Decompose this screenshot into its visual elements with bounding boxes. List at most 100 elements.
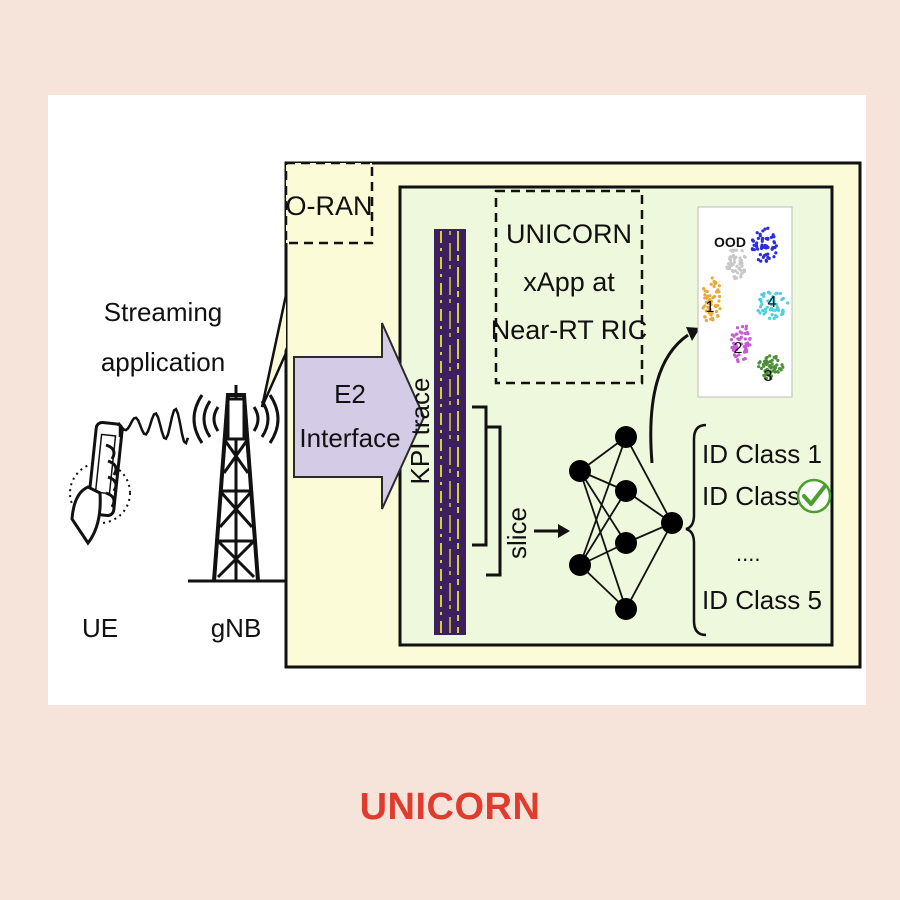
cluster-4 xyxy=(764,310,768,314)
cluster-3 xyxy=(768,359,772,364)
cluster-2 xyxy=(731,348,736,352)
cluster-4 xyxy=(769,297,773,302)
cluster-4 xyxy=(774,302,779,306)
cluster-1 xyxy=(706,305,710,309)
nn-node xyxy=(615,532,637,554)
callout-line-top xyxy=(260,294,288,408)
xapp-label-line3: Near-RT RIC xyxy=(491,315,648,345)
cluster-ood-2 xyxy=(750,238,755,242)
slice-bracket-inner xyxy=(486,425,502,577)
cluster-label-2: 2 xyxy=(734,340,743,357)
nn-connection xyxy=(579,490,627,566)
cluster-2 xyxy=(739,335,743,339)
cluster-3 xyxy=(768,370,772,374)
slice-label: slice xyxy=(502,507,532,559)
cluster-4 xyxy=(781,310,785,314)
e2-arrow xyxy=(293,322,426,510)
cluster-1 xyxy=(712,284,716,289)
cluster-4 xyxy=(759,298,763,302)
cluster-ood-2 xyxy=(767,256,771,260)
cluster-3 xyxy=(757,365,761,369)
oran-label-box xyxy=(284,161,374,245)
cluster-1 xyxy=(707,299,711,303)
cluster-1 xyxy=(702,286,706,291)
callout-line-bottom xyxy=(260,352,288,408)
cluster-ood xyxy=(738,262,742,266)
cluster-1 xyxy=(710,316,714,320)
cluster-ood xyxy=(731,269,735,274)
cluster-4 xyxy=(768,291,772,295)
cluster-2 xyxy=(742,345,746,349)
cluster-3 xyxy=(764,356,768,361)
cluster-1 xyxy=(704,309,708,313)
cluster-ood-2 xyxy=(763,227,767,231)
cluster-4 xyxy=(772,316,776,321)
cluster-2 xyxy=(734,332,738,336)
cluster-1 xyxy=(709,282,713,286)
cluster-3 xyxy=(768,365,773,369)
cluster-ood-2 xyxy=(766,226,770,230)
cluster-ood xyxy=(735,264,739,268)
cluster-ood-2 xyxy=(762,245,766,250)
cluster-3 xyxy=(761,362,766,367)
cluster-4 xyxy=(778,291,782,296)
cluster-2 xyxy=(748,337,752,341)
cluster-ood-2 xyxy=(750,247,754,251)
cluster-ood xyxy=(739,275,743,279)
cluster-3 xyxy=(766,360,770,364)
kpi-trace-label: KPI trace xyxy=(405,378,435,485)
cluster-4 xyxy=(761,309,765,313)
cluster-ood xyxy=(726,262,731,266)
cluster-1 xyxy=(703,293,707,297)
cluster-1 xyxy=(710,276,714,280)
cluster-4 xyxy=(760,292,764,297)
cluster-4 xyxy=(774,292,778,296)
cluster-3 xyxy=(776,370,780,374)
cluster-ood xyxy=(740,249,744,253)
cluster-ood-2 xyxy=(760,245,764,249)
xapp-box xyxy=(494,189,644,385)
cluster-3 xyxy=(759,366,764,371)
cluster-ood-2 xyxy=(760,239,764,243)
nn-connection xyxy=(625,436,673,524)
cluster-1 xyxy=(713,282,717,286)
cluster-ood xyxy=(734,255,738,259)
cluster-2 xyxy=(734,354,739,358)
oran-label: O-RAN xyxy=(286,191,373,221)
cluster-3 xyxy=(775,363,779,367)
cluster-2 xyxy=(743,357,747,361)
cluster-1 xyxy=(707,311,711,315)
cluster-ood-2 xyxy=(769,235,773,239)
cluster-ood-2 xyxy=(755,247,760,251)
streaming-label-line1: Streaming xyxy=(104,297,223,327)
cluster-2 xyxy=(729,337,734,342)
cluster-2 xyxy=(734,343,738,347)
cluster-ood xyxy=(740,271,744,275)
cluster-1 xyxy=(716,314,720,318)
cluster-ood xyxy=(737,267,741,271)
cluster-3 xyxy=(774,356,778,360)
page-title: UNICORN xyxy=(359,786,541,828)
cluster-ood-2 xyxy=(772,255,776,259)
cluster-ood-2 xyxy=(759,259,763,263)
nn-node xyxy=(569,460,591,482)
slice-arrow-head xyxy=(558,524,570,538)
e2-label-line1: E2 xyxy=(334,379,366,409)
ue-label: UE xyxy=(82,613,118,643)
cluster-1 xyxy=(718,307,722,311)
cluster-2 xyxy=(746,332,750,336)
tower-icon xyxy=(188,385,286,583)
cluster-ood xyxy=(731,262,735,267)
cluster-4 xyxy=(780,312,784,317)
cluster-4 xyxy=(763,307,767,311)
cluster-3 xyxy=(763,376,767,380)
cluster-ood-2 xyxy=(762,254,766,258)
cluster-ood-2 xyxy=(754,243,758,247)
cluster-ood xyxy=(742,254,746,259)
cluster-ood xyxy=(735,271,739,275)
cluster-3 xyxy=(779,368,783,372)
cluster-1 xyxy=(701,306,705,310)
cluster-1 xyxy=(713,304,717,308)
cluster-ood-2 xyxy=(766,245,770,249)
cluster-ood xyxy=(738,256,742,260)
